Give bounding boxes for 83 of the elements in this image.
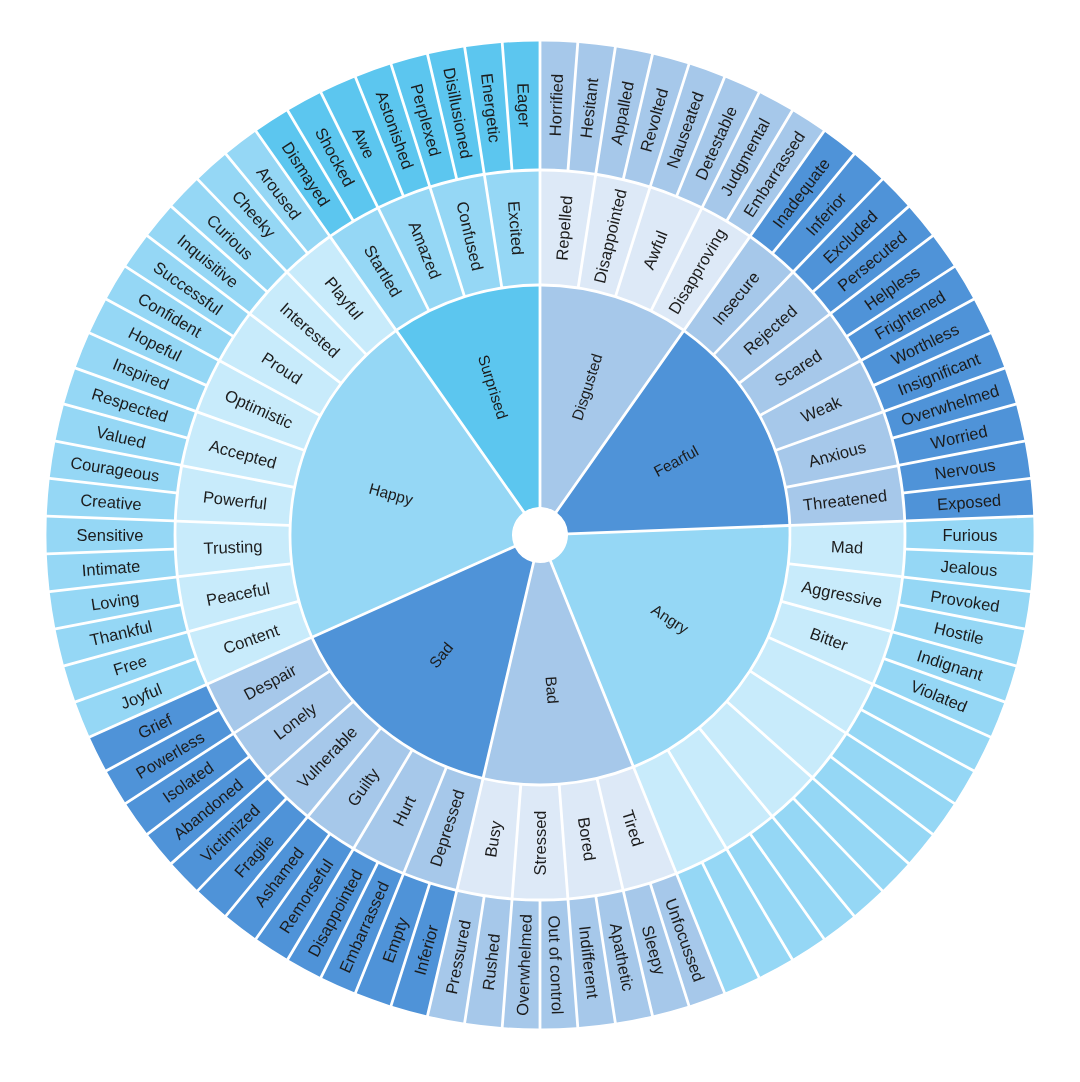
emotion-label: Exposed — [936, 490, 1002, 514]
outer-ring-segment — [795, 779, 908, 890]
emotion-label: Trusting — [202, 536, 263, 557]
outer-ring-segment — [904, 479, 1034, 520]
emotion-label: Content — [220, 620, 281, 658]
outer-ring-segment — [848, 711, 973, 803]
emotion-label: Hostile — [932, 618, 986, 648]
outer-ring-segment — [814, 758, 932, 863]
emotion-label: Overwhelmed — [512, 913, 535, 1016]
emotion-label: Sensitive — [76, 525, 144, 545]
emotion-label: Valued — [94, 422, 148, 452]
emotion-label: Appalled — [606, 79, 637, 147]
emotion-label: Apathetic — [606, 921, 638, 993]
emotion-label: Loving — [89, 587, 141, 614]
emotion-label: Anxious — [805, 437, 868, 471]
emotion-label: Pressured — [442, 918, 475, 996]
emotion-label: Awful — [639, 227, 671, 272]
middle-ring-segment — [789, 522, 904, 576]
outer-ring-segment — [75, 660, 206, 736]
middle-ring-segment — [541, 171, 595, 287]
emotion-label: Bitter — [808, 623, 851, 654]
emotion-label: Eager — [513, 82, 534, 128]
outer-ring-segment — [832, 735, 954, 834]
emotion-label: Joyful — [117, 679, 165, 713]
emotion-label: Mad — [830, 537, 864, 557]
middle-ring-segment — [728, 672, 845, 776]
emotion-label: Bad — [542, 675, 562, 704]
outer-ring-segment — [774, 799, 882, 915]
middle-ring-segment — [701, 703, 811, 815]
emotion-label: Hurt — [388, 792, 419, 829]
emotion-label: Energetic — [477, 72, 504, 144]
emotion-label: Happy — [366, 479, 415, 509]
middle-ring-segment — [513, 785, 567, 899]
emotion-label: Intimate — [81, 556, 142, 580]
emotion-label: Jealous — [939, 556, 998, 580]
emotion-label: Revolted — [636, 86, 672, 155]
outer-ring-segment — [904, 550, 1034, 591]
emotion-label: Horrified — [546, 73, 567, 137]
outer-ring-segment — [728, 835, 823, 959]
emotion-label: Out of control — [545, 914, 568, 1015]
middle-ring-segment — [176, 522, 291, 576]
emotion-label: Provoked — [929, 586, 1001, 615]
emotion-label: Inferior — [410, 922, 442, 977]
middle-ring-segment — [598, 768, 675, 889]
emotion-label: Confused — [453, 199, 487, 273]
emotion-label: Rushed — [478, 932, 503, 992]
outer-ring-segment — [503, 41, 539, 170]
emotion-label: Threatened — [802, 485, 889, 514]
emotion-label: Accepted — [207, 435, 280, 472]
outer-ring-segment — [703, 850, 792, 977]
emotion-label: Busy — [481, 819, 505, 859]
outer-ring-segment — [751, 818, 853, 938]
emotion-label: Indifferent — [576, 924, 603, 1000]
outer-ring-segment — [541, 900, 577, 1029]
outer-ring-segment — [503, 900, 539, 1029]
emotion-label: Thankful — [88, 616, 155, 649]
middle-ring-segment — [176, 467, 293, 524]
outer-ring-segment — [541, 41, 577, 170]
emotion-label: Tired — [618, 807, 647, 849]
middle-ring-segment — [787, 467, 904, 524]
emotion-label: Weak — [797, 392, 844, 427]
middle-ring-segment — [560, 780, 622, 898]
emotion-label: Aggressive — [800, 576, 884, 611]
emotion-label: Free — [111, 650, 149, 679]
emotion-label: Nervous — [933, 455, 997, 483]
emotion-label: Peaceful — [204, 578, 272, 609]
middle-ring-segment — [669, 729, 771, 847]
emotion-label: Furious — [942, 525, 998, 545]
outer-ring-segment — [906, 517, 1034, 553]
emotion-label: Excited — [505, 200, 528, 257]
emotion-label: Stressed — [530, 809, 550, 876]
emotion-label: Sleepy — [638, 922, 670, 977]
outer-ring-segment — [46, 550, 176, 591]
emotion-label: Creative — [79, 490, 143, 514]
emotion-label: Bored — [574, 815, 600, 863]
emotion-label: Hesitant — [576, 76, 602, 139]
emotion-label: Powerful — [201, 487, 268, 513]
outer-ring-segment — [46, 517, 174, 553]
middle-ring-segment — [485, 171, 539, 287]
emotion-label: Worried — [928, 421, 989, 453]
center-wedge — [484, 561, 632, 784]
emotion-label: Repelled — [552, 195, 576, 262]
emotion-label: Courageous — [69, 453, 161, 486]
